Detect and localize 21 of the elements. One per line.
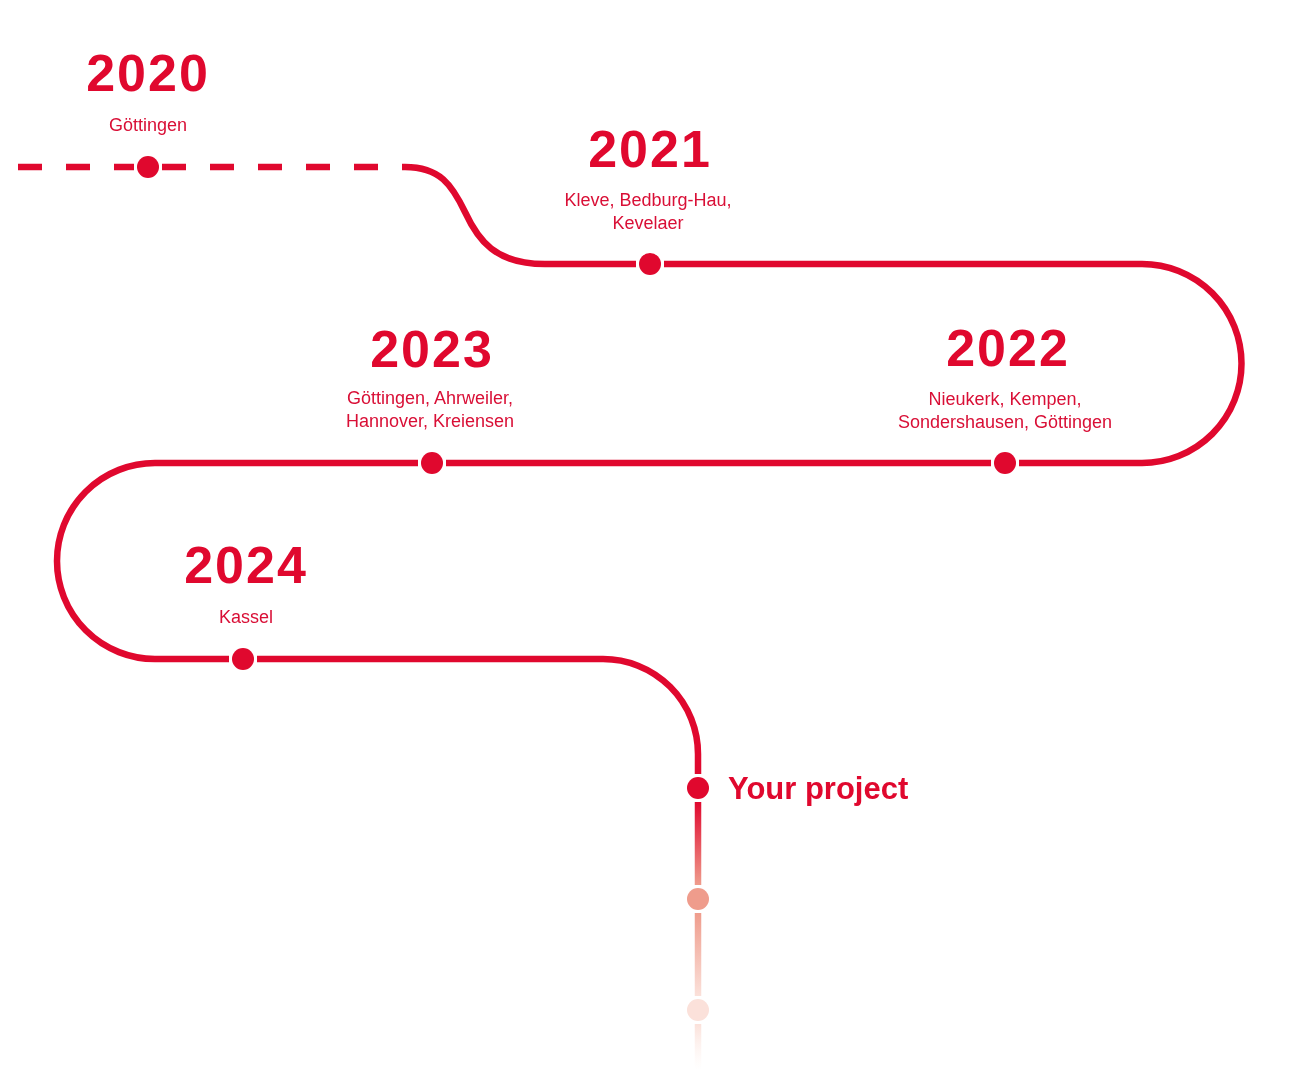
- place-names: Kleve, Bedburg-Hau, Kevelaer: [563, 189, 733, 235]
- timeline-dot: [421, 452, 443, 474]
- timeline-dot: [687, 777, 709, 799]
- place-names: Göttingen: [108, 114, 188, 137]
- timeline-dot: [687, 888, 709, 910]
- year-heading: 2024: [184, 539, 308, 591]
- year-heading: 2022: [946, 322, 1070, 374]
- year-heading: 2020: [86, 47, 210, 99]
- place-names: Kassel: [219, 606, 273, 629]
- milestone-label: Your project: [728, 773, 909, 804]
- timeline-line: [694, 802, 702, 885]
- year-heading: 2023: [370, 323, 494, 375]
- timeline-dot: [137, 156, 159, 178]
- place-names: Nieukerk, Kempen, Sondershausen, Göttingen: [896, 388, 1114, 434]
- place-names: Göttingen, Ahrweiler, Hannover, Kreiensen: [344, 387, 516, 433]
- timeline-dot: [639, 253, 661, 275]
- timeline-dot: [232, 648, 254, 670]
- timeline-dot: [994, 452, 1016, 474]
- timeline-dot: [687, 999, 709, 1021]
- timeline-line: [694, 913, 702, 996]
- year-heading: 2021: [588, 123, 712, 175]
